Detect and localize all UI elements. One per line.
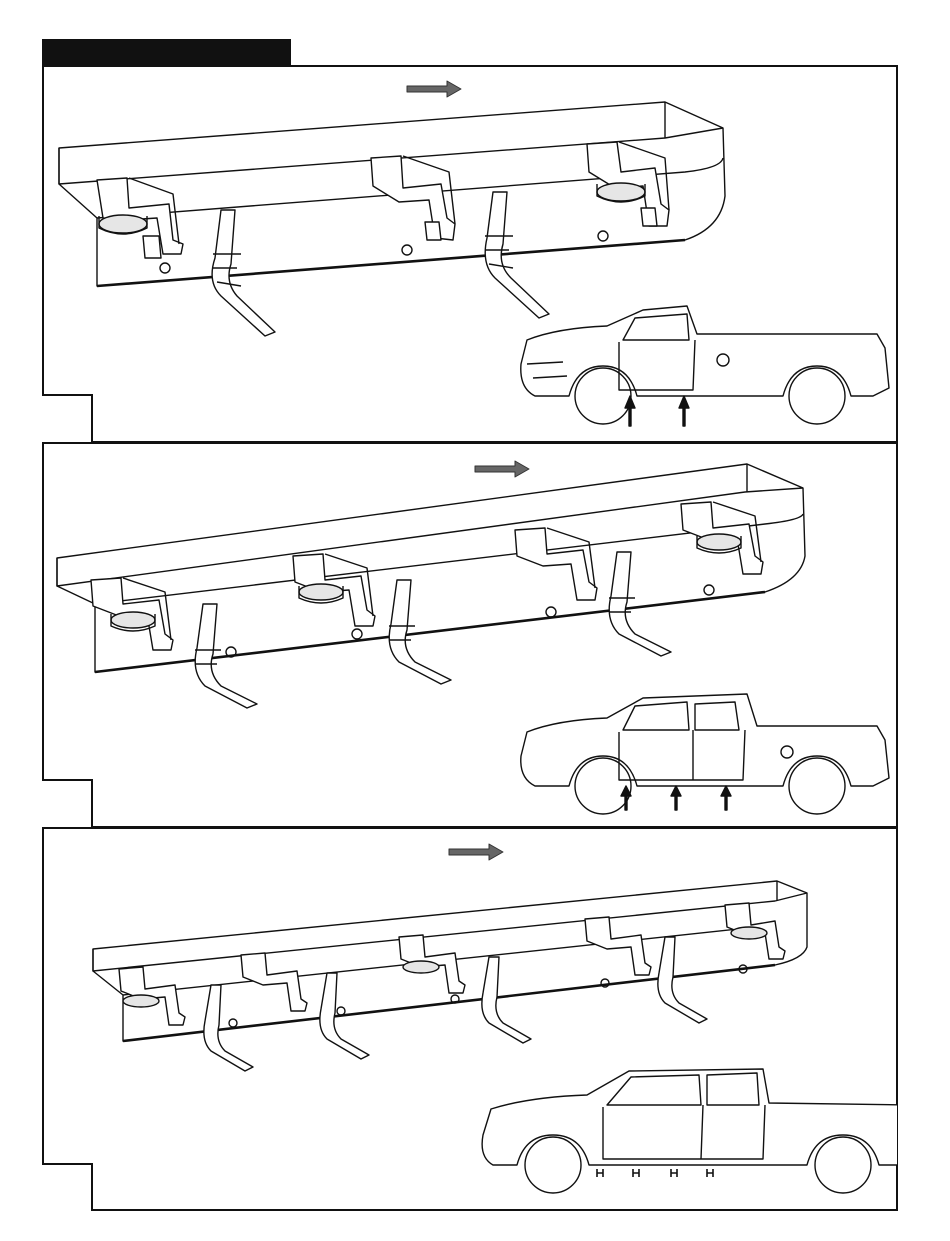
- step-number-box: [42, 394, 93, 442]
- truck-regular-cab: [521, 306, 889, 424]
- mounting-arrow-icon: [597, 1169, 713, 1177]
- step-number-box: [42, 779, 93, 827]
- panel-extended-cab: [45, 444, 897, 828]
- truck-extended-cab: [521, 694, 889, 814]
- arrow-right-icon: [475, 461, 529, 477]
- mounting-arrow-icon: [621, 786, 731, 810]
- mounting-arrow-icon: [625, 396, 689, 426]
- truck-crew-cab: [482, 1069, 897, 1193]
- panel-regular-cab: [45, 68, 897, 442]
- arrow-right-icon: [407, 81, 461, 97]
- step-number-box: [42, 1163, 93, 1211]
- arrow-right-icon: [449, 844, 503, 860]
- panel-crew-cab: [45, 829, 897, 1209]
- section-header-tab: [42, 39, 291, 65]
